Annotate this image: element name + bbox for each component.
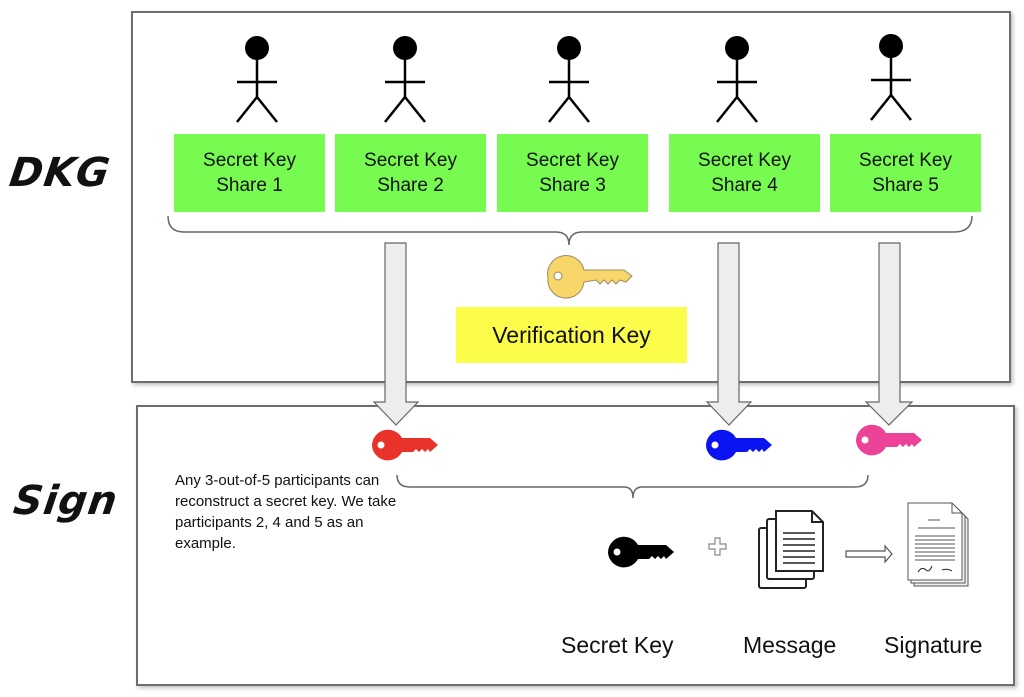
verification-key-icon xyxy=(547,255,633,299)
share-label-line2: Share 2 xyxy=(377,175,444,196)
share-label-line1: Secret Key xyxy=(526,150,619,171)
share-label-line1: Secret Key xyxy=(698,150,791,171)
share-label-line2: Share 5 xyxy=(872,175,939,196)
secret-key-icon xyxy=(607,536,674,568)
dkg-brace xyxy=(167,215,973,246)
person-icon xyxy=(236,36,278,123)
message-caption: Message xyxy=(743,632,837,658)
message-icon xyxy=(758,510,824,589)
person-icon xyxy=(870,34,912,121)
share-label-line1: Secret Key xyxy=(364,150,457,171)
signature-icon xyxy=(907,502,969,587)
down-arrow-share-4 xyxy=(705,242,753,426)
person-icon xyxy=(716,36,758,123)
person-icon xyxy=(548,36,590,123)
verification-key-box: Verification Key xyxy=(456,307,687,363)
secret-key-share-5: Secret Key Share 5 xyxy=(830,134,981,212)
share-label-line2: Share 4 xyxy=(711,175,778,196)
person-icon xyxy=(384,36,426,123)
signature-caption: Signature xyxy=(884,632,983,658)
plus-icon xyxy=(708,537,727,556)
secret-key-share-2: Secret Key Share 2 xyxy=(335,134,486,212)
share-label-line1: Secret Key xyxy=(203,150,296,171)
share-label-line2: Share 3 xyxy=(539,175,606,196)
key-share-5-icon xyxy=(855,424,922,456)
secret-key-share-4: Secret Key Share 4 xyxy=(669,134,820,212)
key-share-2-icon xyxy=(371,429,438,461)
threshold-note: Any 3-out-of-5 participants can reconstr… xyxy=(175,472,397,552)
share-label-line2: Share 1 xyxy=(216,175,283,196)
share-label-line1: Secret Key xyxy=(859,150,952,171)
right-arrow-icon xyxy=(845,544,893,564)
down-arrow-share-2 xyxy=(372,242,420,426)
sign-brace xyxy=(396,474,869,499)
down-arrow-share-5 xyxy=(864,242,914,426)
secret-key-share-1: Secret Key Share 1 xyxy=(174,134,325,212)
secret-key-share-3: Secret Key Share 3 xyxy=(497,134,648,212)
key-share-4-icon xyxy=(705,429,772,461)
secret-key-caption: Secret Key xyxy=(561,632,674,658)
